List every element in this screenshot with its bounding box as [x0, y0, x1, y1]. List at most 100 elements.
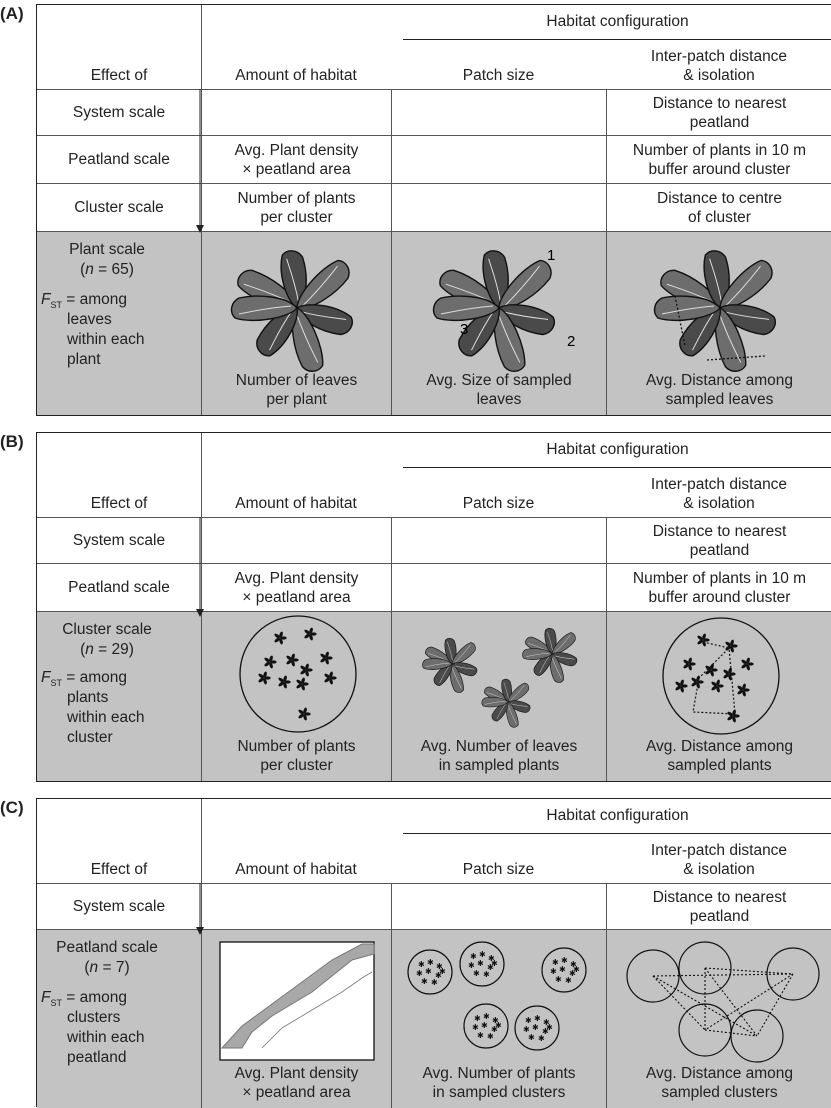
small-plant: ✱	[528, 1033, 535, 1042]
small-plant	[329, 678, 333, 685]
leaf-number-label: 2	[567, 333, 575, 350]
leaf-vein	[447, 641, 453, 662]
small-plant: ✱	[523, 1025, 530, 1034]
small-plant	[742, 683, 746, 690]
leaf-vein	[488, 258, 501, 302]
small-plant	[302, 682, 309, 686]
patch-size-header: Patch size	[462, 495, 535, 512]
small-plant	[301, 684, 305, 691]
small-plant	[291, 653, 295, 660]
small-plant: ✱	[525, 1016, 532, 1025]
small-plant	[728, 674, 732, 681]
leaf-vein	[661, 305, 715, 315]
small-plant	[304, 633, 310, 639]
small-plant	[296, 679, 302, 685]
small-plant: ✱	[474, 1014, 481, 1023]
peatland-scale-row: Peatland scale Avg. Plant density× peatl…	[37, 135, 831, 183]
plant-illustration: 1 2 3	[432, 247, 575, 372]
patch-cell	[391, 136, 606, 183]
small-plant	[280, 636, 287, 640]
small-plant	[279, 631, 283, 638]
leaf-vein	[296, 314, 319, 363]
small-plant	[737, 689, 743, 695]
pitcher-leaf	[703, 250, 730, 309]
small-plant: ✱	[439, 967, 446, 976]
small-plant	[263, 678, 267, 685]
habitat-configuration-header: Habitat configuration	[403, 799, 831, 834]
small-plant	[689, 662, 696, 666]
patch-size-header: Patch size	[462, 861, 535, 878]
small-plant	[291, 660, 295, 667]
header-row: Habitat configuration Effect of Amount o…	[37, 5, 831, 89]
small-plant	[300, 665, 306, 671]
plant-illustration	[230, 250, 353, 372]
leaf-vein	[503, 311, 549, 320]
small-plant	[325, 651, 329, 658]
small-plant	[264, 661, 270, 667]
peatland-scale-row: Peatland scale Avg. Plant density× peatl…	[37, 563, 831, 611]
small-plant: ✱	[495, 1021, 502, 1030]
pitcher-leaf	[432, 295, 500, 322]
small-plant	[680, 679, 684, 686]
amount-header: Amount of habitat	[235, 495, 357, 512]
small-plant	[733, 714, 740, 718]
leaf-vein	[471, 311, 495, 351]
scale-label: Peatland scale	[68, 579, 170, 596]
small-plant	[320, 653, 326, 659]
small-plant	[298, 709, 304, 715]
down-arrow-icon	[196, 883, 204, 935]
pitcher-leaf	[280, 250, 307, 309]
pitcher-leaf	[296, 304, 353, 336]
small-plant	[723, 673, 729, 679]
small-plant	[264, 657, 270, 663]
small-plant	[711, 668, 718, 672]
small-plant: ✱	[546, 1023, 553, 1032]
leaf-vein	[496, 703, 507, 719]
small-plant: ✱	[431, 978, 438, 987]
small-plant	[710, 663, 714, 670]
effect-of-header: Effect of	[90, 861, 148, 878]
small-plant	[263, 671, 267, 678]
leaf-vein	[692, 311, 716, 351]
leaf-vein	[440, 305, 494, 315]
small-plant	[258, 673, 264, 679]
small-plant: ✱	[543, 1018, 550, 1027]
small-plant	[697, 680, 704, 684]
small-plant: ✱	[479, 950, 486, 959]
small-plant	[742, 690, 746, 697]
amount-cell	[201, 884, 391, 929]
small-plant	[688, 657, 692, 664]
leaf-vein	[539, 655, 550, 674]
leaf-vein	[484, 701, 506, 705]
small-plant	[675, 681, 681, 687]
small-plant	[325, 658, 329, 665]
small-plant: ✱	[565, 976, 572, 985]
leaf-vein	[286, 258, 299, 302]
small-plant	[697, 639, 703, 645]
panel-label: (A)	[0, 4, 24, 23]
small-plant: ✱	[416, 969, 423, 978]
habitat-configuration-header: Habitat configuration	[403, 433, 831, 468]
inter-patch-header: Inter-patch distance & isolation	[650, 842, 788, 878]
scale-label: Peatland scale	[68, 151, 170, 168]
small-plant	[305, 670, 309, 677]
small-plant: ✱	[491, 1025, 498, 1034]
small-plant	[725, 645, 731, 651]
small-plant	[286, 659, 292, 665]
small-plant	[292, 658, 299, 662]
small-plant: ✱	[491, 959, 498, 968]
small-plant	[725, 641, 731, 647]
small-plant	[723, 669, 729, 675]
small-plant	[702, 640, 706, 647]
amount-header: Amount of habitat	[235, 861, 357, 878]
pitcher-leaf	[522, 648, 553, 660]
focal-scale-label: Peatland scale (n = 7) FST = among clust…	[41, 939, 158, 1066]
small-plant	[680, 686, 684, 693]
scale-label: Cluster scale	[74, 199, 164, 216]
